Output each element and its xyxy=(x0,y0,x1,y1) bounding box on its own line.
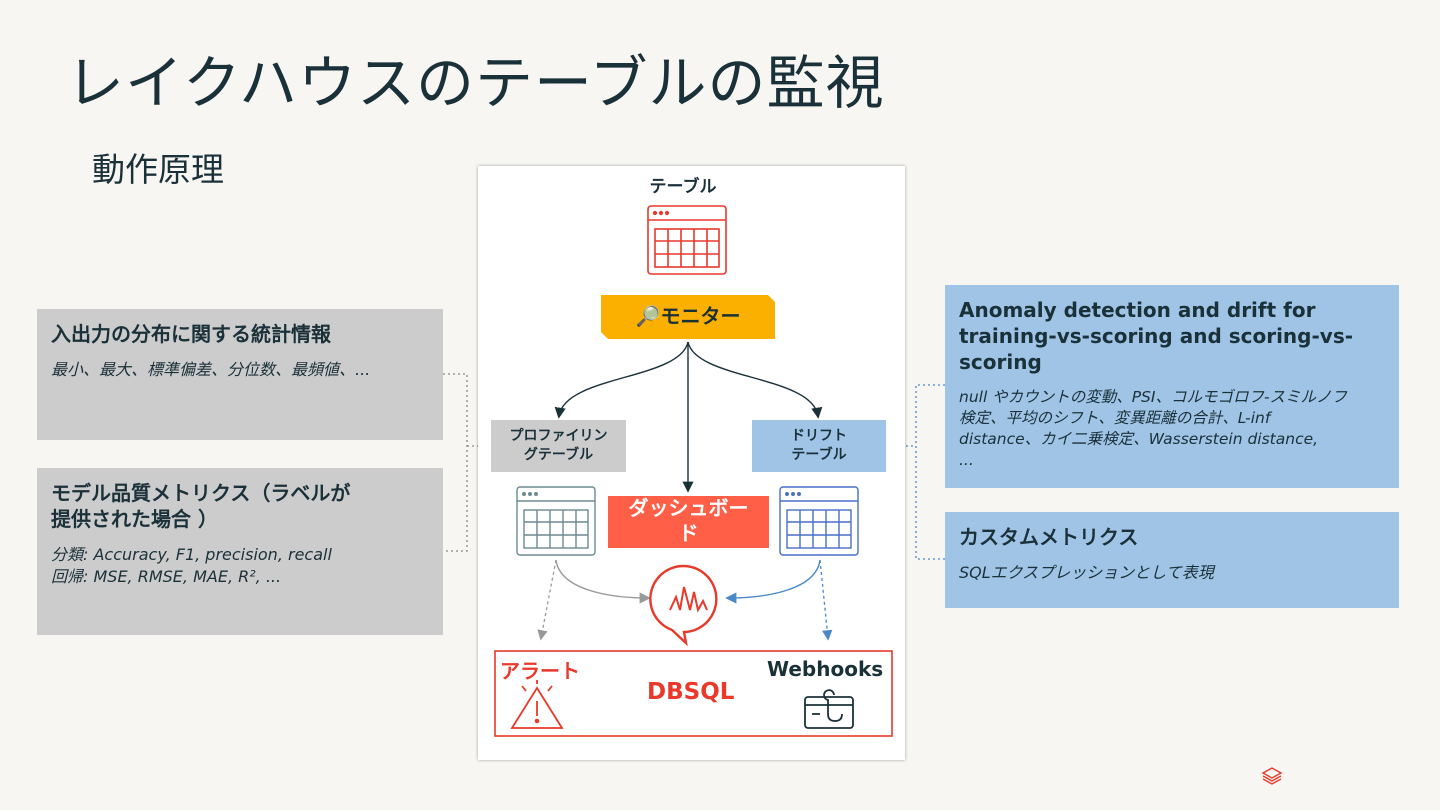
drift-detection-box: Anomaly detection and drift for training… xyxy=(945,285,1399,488)
dashboard-label: ダッシュボー ド xyxy=(608,496,769,548)
model-quality-heading: モデル品質メトリクス（ラベルが 提供された場合 ） xyxy=(51,481,351,531)
model-quality-body: 分類: Accuracy, F1, precision, recall 回帰: … xyxy=(51,544,429,588)
stats-box-heading: 入出力の分布に関する統計情報 xyxy=(51,322,331,346)
table-icon xyxy=(647,205,727,275)
model-quality-line: 回帰: MSE, RMSE, MAE, R², ... xyxy=(51,567,282,586)
webhooks-label: Webhooks xyxy=(767,657,884,681)
custom-metrics-line: SQLエクスプレッションとして表現 xyxy=(959,563,1214,582)
drift-table-label: ドリフト テーブル xyxy=(752,420,886,472)
drift-table-line: テーブル xyxy=(791,447,847,463)
dashboard-label-line: ド xyxy=(678,521,699,545)
drift-table-line: ドリフト xyxy=(791,428,847,444)
model-quality-line: 分類: Accuracy, F1, precision, recall xyxy=(51,545,332,564)
drift-detection-line: distance、カイ二乗検定、Wasserstein distance, xyxy=(959,430,1319,448)
drift-detection-body: null やカウントの変動、PSI、コルモゴロフ-スミルノフ 検定、平均のシフト… xyxy=(959,387,1385,471)
dashboard-label-line: ダッシュボー xyxy=(628,496,749,520)
table-icon xyxy=(516,486,596,556)
table-label: テーブル xyxy=(649,177,717,197)
drift-detection-line: 検定、平均のシフト、変異距離の合計、L-inf xyxy=(959,409,1271,427)
dashboard-box xyxy=(608,496,769,548)
table-icon xyxy=(779,486,859,556)
profile-table-label: プロファイリン グテーブル xyxy=(491,420,626,472)
stats-box-line: 最小、最大、標準偏差、分位数、最頻値、... xyxy=(51,360,371,379)
page-subtitle: 動作原理 xyxy=(92,150,224,189)
profile-table-line: プロファイリン xyxy=(509,428,608,444)
model-quality-box: モデル品質メトリクス（ラベルが 提供された場合 ） 分類: Accuracy, … xyxy=(37,468,443,635)
page-title: レイクハウスのテーブルの監視 xyxy=(66,49,885,117)
dbsql-label: DBSQL xyxy=(647,679,735,705)
custom-metrics-body: SQLエクスプレッションとして表現 xyxy=(959,562,1385,584)
custom-metrics-box: カスタムメトリクス SQLエクスプレッションとして表現 xyxy=(945,512,1399,608)
drift-detection-line: null やカウントの変動、PSI、コルモゴロフ-スミルノフ xyxy=(959,388,1348,406)
stats-box: 入出力の分布に関する統計情報 最小、最大、標準偏差、分位数、最頻値、... xyxy=(37,309,443,440)
alert-label: アラート xyxy=(500,659,580,683)
profile-table-box xyxy=(491,420,626,472)
profile-table-line: グテーブル xyxy=(523,447,594,463)
dbsql-frame xyxy=(494,650,893,737)
custom-metrics-heading: カスタムメトリクス xyxy=(959,525,1139,549)
stats-box-body: 最小、最大、標準偏差、分位数、最頻値、... xyxy=(51,359,429,381)
drift-table-box xyxy=(752,420,886,472)
drift-detection-heading: Anomaly detection and drift for training… xyxy=(959,298,1354,374)
alert-icon xyxy=(510,680,564,729)
monitor-banner xyxy=(601,295,775,339)
monitor-label: 🔎モニター xyxy=(635,304,741,328)
dashboard-chart-icon xyxy=(649,564,718,647)
drift-detection-line: ... xyxy=(959,451,974,469)
webhook-icon xyxy=(804,689,854,729)
databricks-logo-icon xyxy=(1261,767,1283,785)
